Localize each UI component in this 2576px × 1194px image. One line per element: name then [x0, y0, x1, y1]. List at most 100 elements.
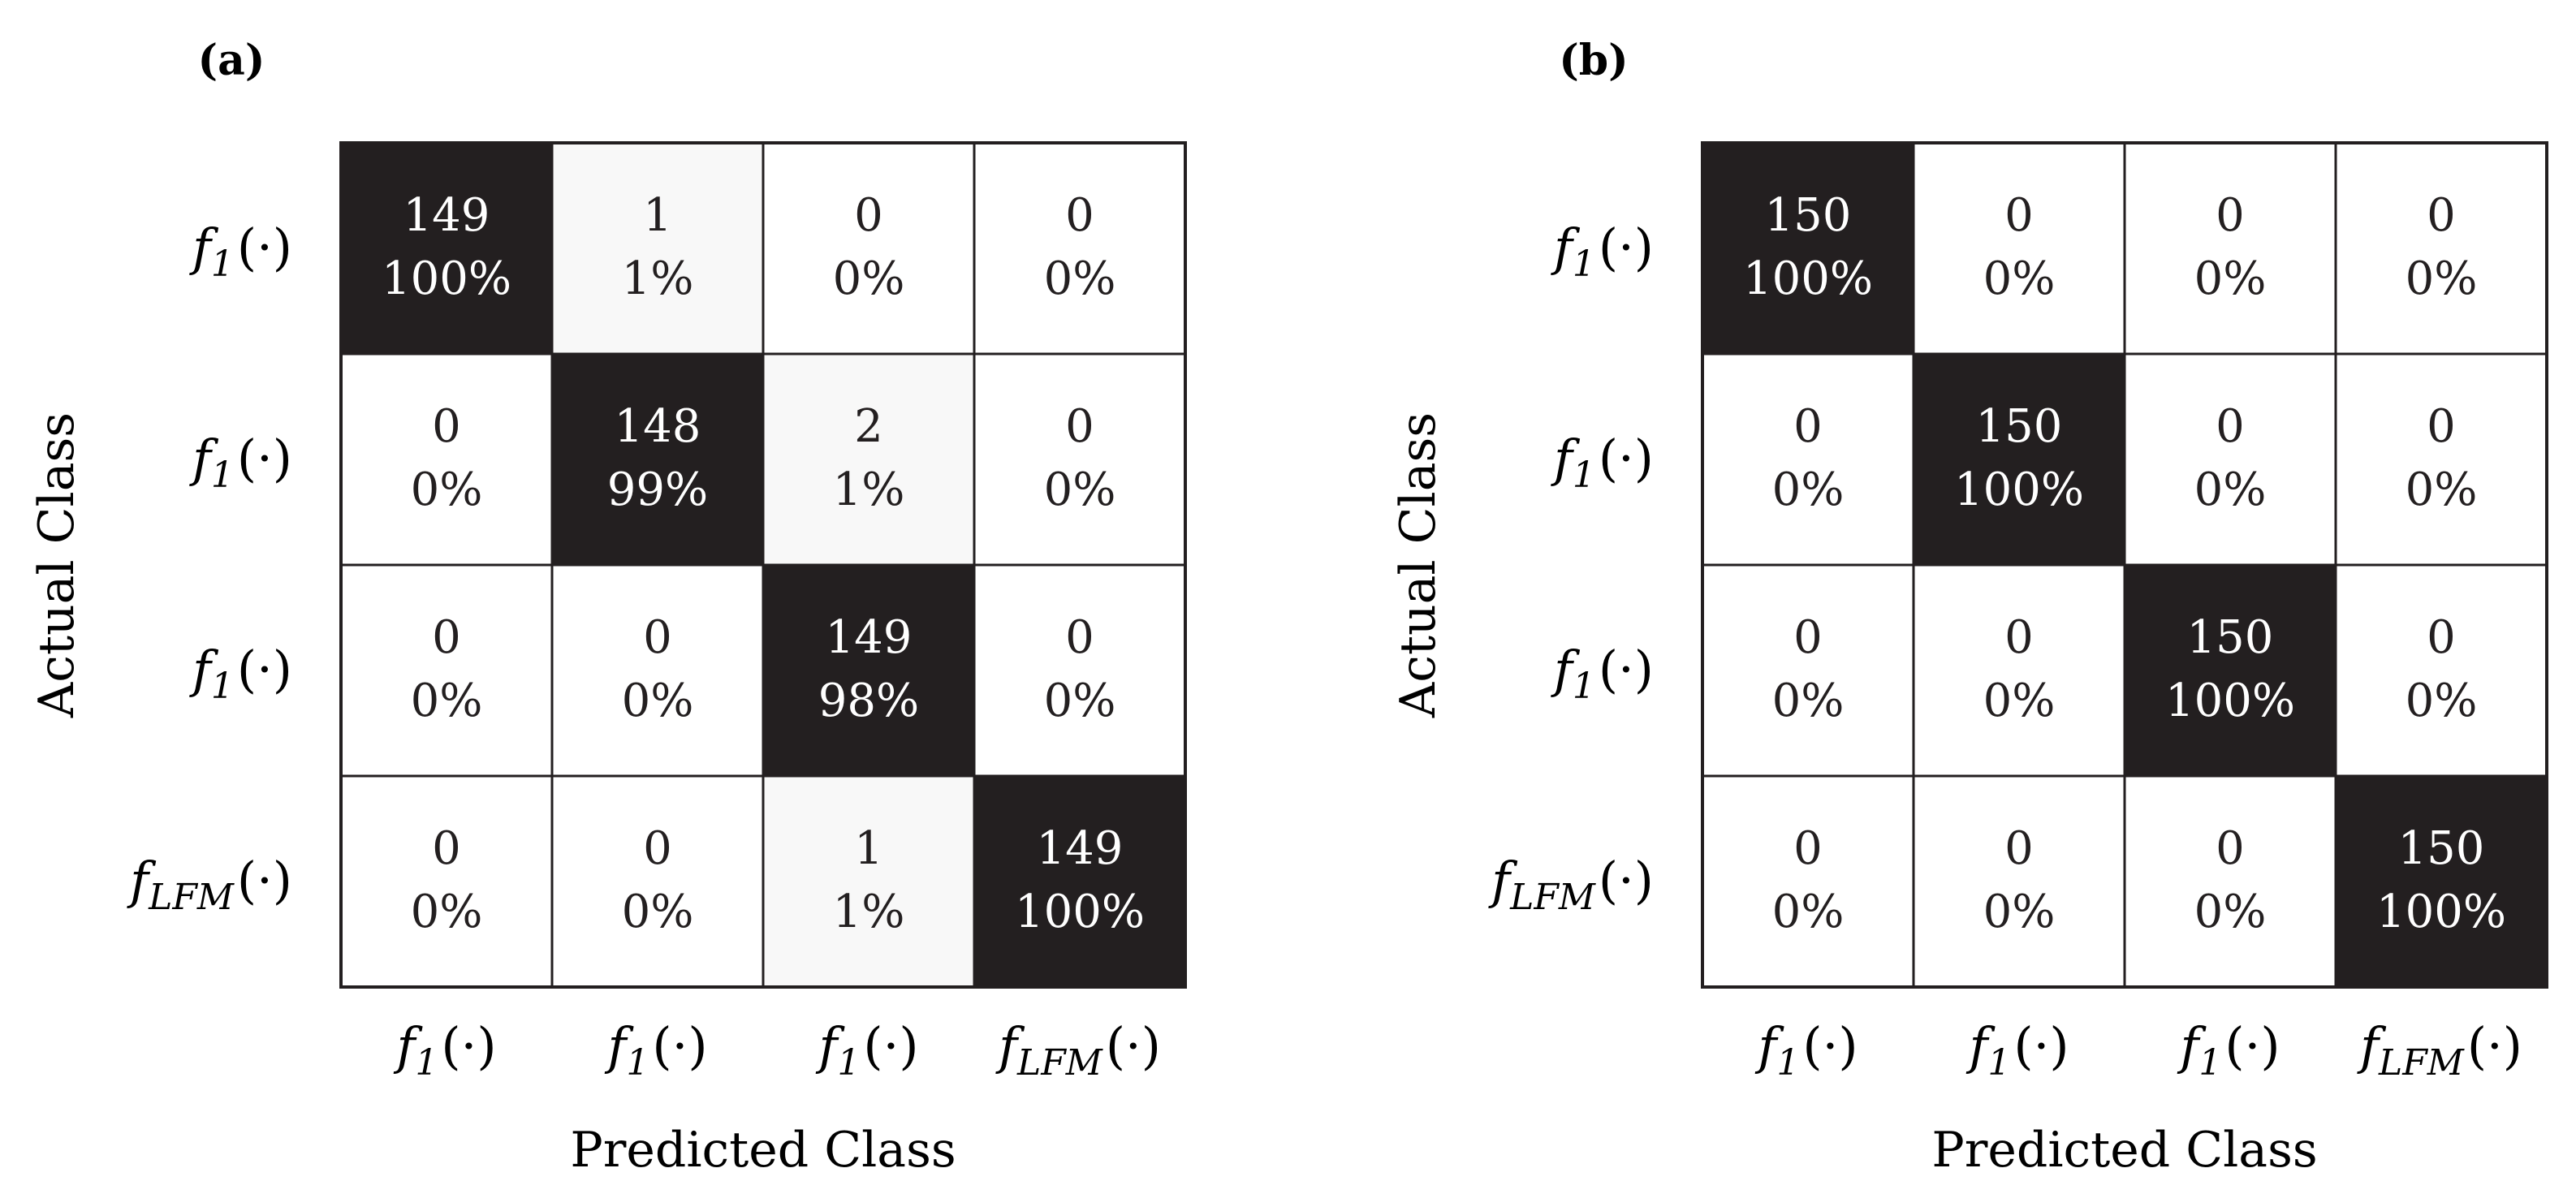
cell-count-label: 0: [2004, 822, 2034, 875]
matrix-cell: [339, 774, 554, 989]
row-tick-label: fLFM(·): [1488, 851, 1654, 918]
cell-count-label: 150: [2398, 822, 2485, 875]
cell-percent-label: 0%: [2406, 252, 2478, 305]
matrix-frame: [339, 141, 1187, 989]
matrix-cell: [550, 774, 765, 989]
matrix-cell: [2123, 774, 2337, 989]
matrix-cell: [339, 563, 554, 778]
cell-count-label: 0: [854, 189, 883, 242]
matrix-cell: [550, 563, 765, 778]
matrix-cell: [762, 141, 976, 356]
cell-percent-label: 0%: [411, 886, 483, 938]
confusion-matrix-panel-a: (a)149100%11%00%00%00%14899%21%00%00%00%…: [28, 36, 1187, 1179]
cell-percent-label: 0%: [1044, 252, 1116, 305]
cell-count-label: 0: [432, 400, 461, 453]
cell-percent-label: 0%: [411, 463, 483, 516]
matrix-frame: [1701, 141, 2548, 989]
row-tick-label: f1(·): [189, 218, 292, 285]
cell-count-label: 0: [1065, 400, 1094, 453]
cell-count-label: 149: [1037, 822, 1124, 875]
panel-label: (b): [1559, 36, 1629, 85]
cell-percent-label: 0%: [1983, 886, 2056, 938]
column-tick-label: f1(·): [815, 1016, 918, 1084]
confusion-matrix-panel-b: (b) 150 100% 0 0% 0 0% 0 0% 0 0% 150 100% 0 0% 0 0% 0 0% 0 0…: [1390, 36, 2548, 1179]
matrix-cell: [1912, 352, 2126, 567]
cell-count-label: 1: [854, 822, 883, 875]
cell-percent-label: 0%: [622, 675, 694, 727]
column-tick-label: f1(·): [1965, 1016, 2069, 1084]
cell-count-label: 0: [2004, 189, 2034, 242]
matrix-cell: [2123, 352, 2337, 567]
cell-count-label: 149: [403, 189, 490, 242]
row-tick-label: f1(·): [1551, 218, 1654, 285]
cell-count-label: 0: [2216, 189, 2245, 242]
matrix-cell: [550, 352, 765, 567]
matrix-cell: [973, 774, 1187, 989]
cell-count-label: 150: [1765, 189, 1852, 242]
matrix-cell: [1701, 141, 1915, 356]
cell-count-label: 149: [826, 611, 913, 664]
y-axis-title: Actual Class: [1390, 412, 1447, 718]
cell-percent-label: 0%: [1983, 675, 2056, 727]
matrix-cell: [339, 352, 554, 567]
matrix-cell: [1701, 774, 1915, 989]
row-tick-label: f1(·): [1551, 429, 1654, 496]
cell-count-label: 1: [643, 189, 672, 242]
cell-count-label: 148: [615, 400, 701, 453]
row-tick-label: f1(·): [189, 429, 292, 496]
cell-count-label: 0: [2004, 611, 2034, 664]
column-tick-label: f1(·): [1754, 1016, 1858, 1084]
matrix-cell: [2334, 774, 2548, 989]
cell-count-label: 0: [432, 611, 461, 664]
x-axis-title: Predicted Class: [1931, 1122, 2317, 1179]
cell-percent-label: 0%: [1772, 675, 1845, 727]
cell-count-label: 0: [2216, 822, 2245, 875]
cell-percent-label: 0%: [833, 252, 905, 305]
matrix-cell: [2334, 352, 2548, 567]
cell-count-label: 0: [1793, 400, 1823, 453]
cell-percent-label: 100%: [1743, 252, 1873, 305]
cell-count-label: 150: [2187, 611, 2274, 664]
matrix-cell: [762, 352, 976, 567]
cell-percent-label: 1%: [622, 252, 694, 305]
cell-count-label: 0: [1793, 611, 1823, 664]
cell-count-label: 0: [643, 611, 672, 664]
matrix-cell: [1701, 352, 1915, 567]
matrix-cell: [339, 141, 554, 356]
cell-percent-label: 100%: [382, 252, 511, 305]
cell-percent-label: 0%: [2194, 886, 2267, 938]
cell-count-label: 2: [854, 400, 883, 453]
cell-percent-label: 1%: [833, 886, 905, 938]
cell-count-label: 0: [2216, 400, 2245, 453]
cell-percent-label: 0%: [1772, 886, 1845, 938]
column-tick-label: f1(·): [604, 1016, 707, 1084]
cell-count-label: 0: [643, 822, 672, 875]
cell-percent-label: 0%: [2406, 675, 2478, 727]
cell-percent-label: 0%: [411, 675, 483, 727]
matrix-cell: [762, 563, 976, 778]
row-tick-label: fLFM(·): [127, 851, 292, 918]
cell-count-label: 0: [1065, 189, 1094, 242]
panel-label: (a): [198, 36, 265, 85]
cell-percent-label: 0%: [2194, 252, 2267, 305]
cell-percent-label: 0%: [622, 886, 694, 938]
column-tick-label: fLFM(·): [995, 1016, 1161, 1084]
matrix-cell: [1912, 774, 2126, 989]
cell-percent-label: 100%: [2376, 886, 2506, 938]
cell-percent-label: 99%: [607, 463, 708, 516]
column-tick-label: fLFM(·): [2357, 1016, 2522, 1084]
cell-count-label: 150: [1976, 400, 2063, 453]
cell-percent-label: 0%: [1044, 675, 1116, 727]
matrix-cell: [973, 352, 1187, 567]
cell-percent-label: 98%: [818, 675, 919, 727]
row-tick-label: f1(·): [1551, 640, 1654, 707]
cell-percent-label: 0%: [1983, 252, 2056, 305]
cell-percent-label: 0%: [1772, 463, 1845, 516]
cell-count-label: 0: [432, 822, 461, 875]
cell-count-label: 0: [2427, 400, 2456, 453]
matrix-cell: [550, 141, 765, 356]
column-tick-label: f1(·): [2177, 1016, 2280, 1084]
matrix-cell: [973, 141, 1187, 356]
cell-percent-label: 100%: [1954, 463, 2084, 516]
matrix-cell: [2334, 141, 2548, 356]
